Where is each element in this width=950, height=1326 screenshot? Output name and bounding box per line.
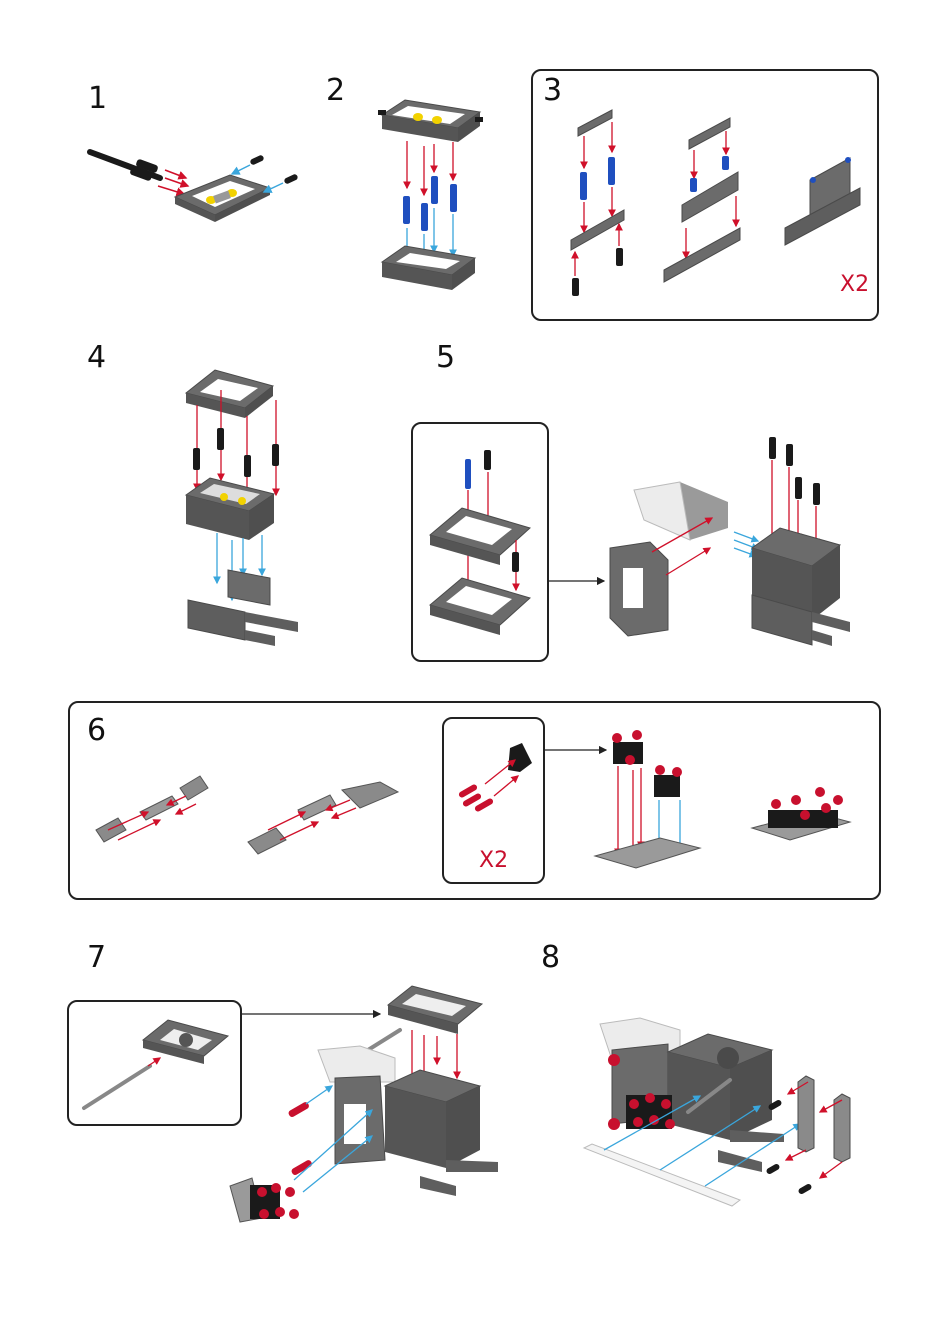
step-6-illustration	[95, 730, 852, 869]
step-5-number: 5	[436, 340, 456, 375]
step-2-illustration	[378, 99, 483, 290]
step-5-illustration	[428, 437, 850, 646]
step-3-panel	[531, 69, 879, 321]
step-1-illustration	[87, 149, 298, 222]
step-6-multiplier: X2	[479, 848, 509, 873]
step-3-number: 3	[543, 73, 563, 108]
step-4-number: 4	[87, 340, 107, 375]
step-8-illustration	[582, 1017, 851, 1207]
step-6-subassembly-panel	[442, 717, 545, 884]
step-4-illustration	[184, 369, 298, 646]
step-7-number: 7	[87, 940, 107, 975]
step-3-multiplier: X2	[840, 272, 870, 297]
step-2-number: 2	[326, 73, 346, 108]
step-7-illustration	[82, 985, 498, 1223]
step-6-panel	[68, 701, 881, 900]
step-8-number: 8	[541, 940, 561, 975]
step-1-number: 1	[88, 81, 108, 116]
step-6-number: 6	[87, 713, 107, 748]
step-7-subassembly-panel	[67, 1000, 242, 1126]
step-5-subassembly-panel	[411, 422, 549, 662]
step-3-illustration	[570, 109, 861, 296]
